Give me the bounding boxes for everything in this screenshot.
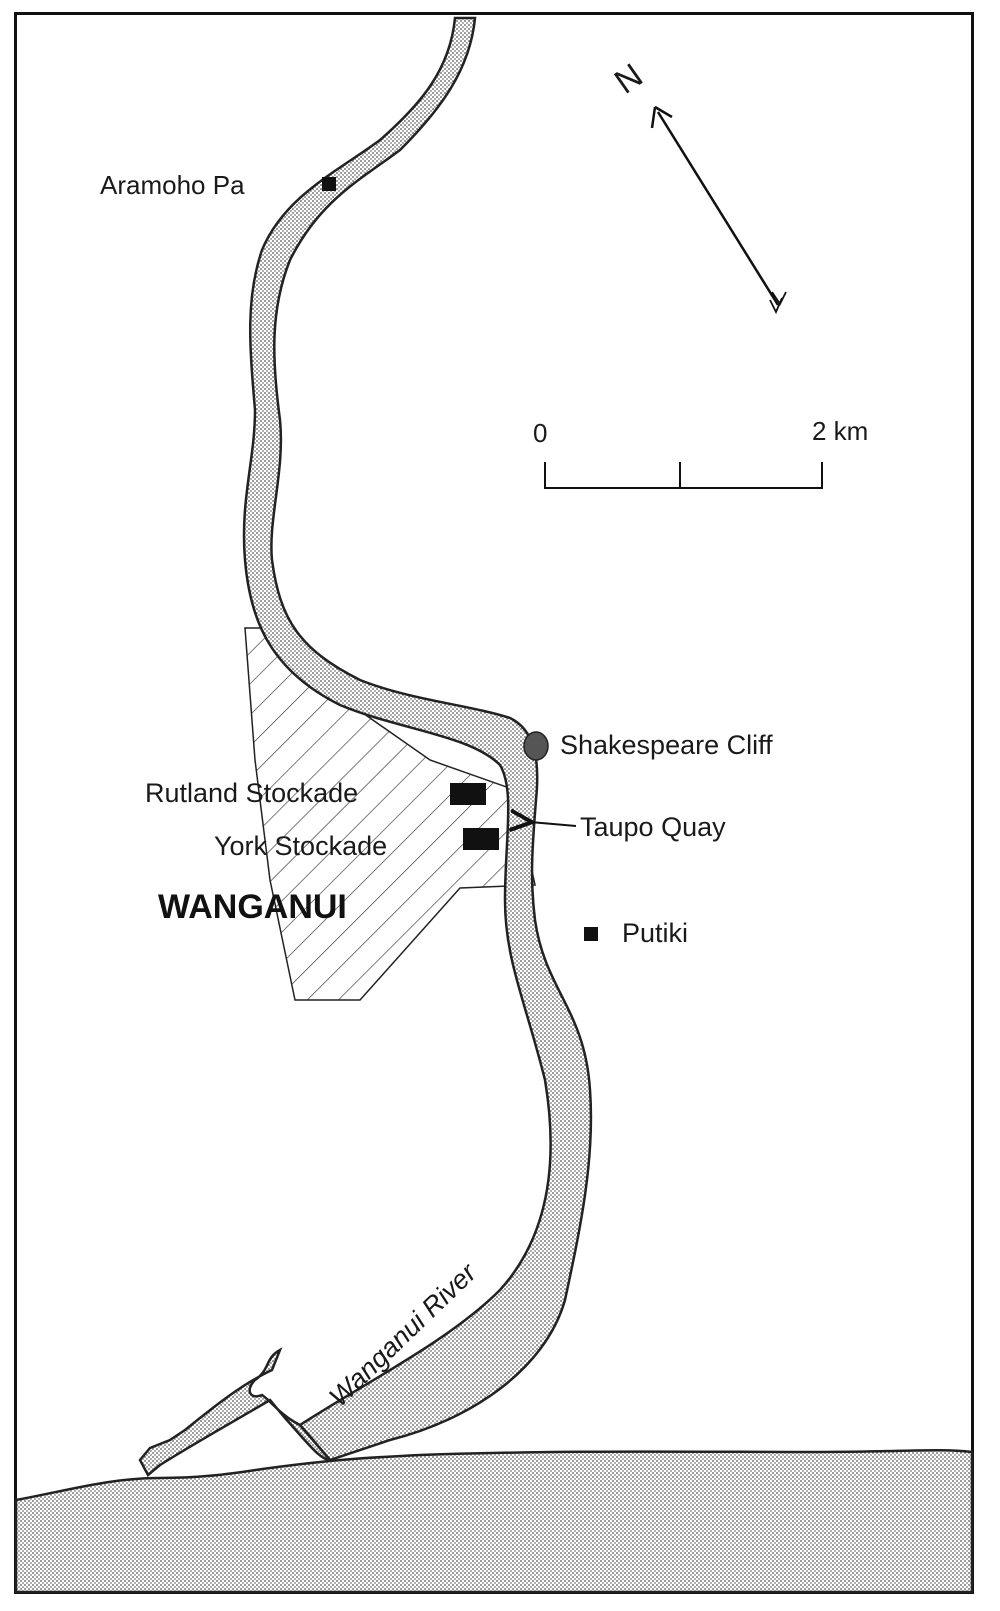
taupo-quay-label: Taupo Quay <box>580 812 726 842</box>
river-channel <box>242 16 593 1462</box>
scale-end-label: 2 km <box>812 416 868 446</box>
putiki-marker <box>584 927 598 941</box>
scale-start-label: 0 <box>533 418 547 448</box>
aramoho-pa-label: Aramoho Pa <box>100 170 245 200</box>
putiki-label: Putiki <box>622 918 688 948</box>
taupo-quay-pointer <box>530 822 577 826</box>
shakespeare-cliff-marker <box>523 731 549 761</box>
rutland-stockade-marker <box>450 783 486 805</box>
north-label: N <box>608 56 650 101</box>
shakespeare-cliff-label: Shakespeare Cliff <box>560 730 773 760</box>
york-stockade-marker <box>463 828 499 850</box>
scale-bar: 0 2 km <box>533 416 868 489</box>
sea <box>14 1448 974 1594</box>
north-arrow: N <box>608 56 787 315</box>
town-label: WANGANUI <box>158 888 347 926</box>
york-stockade-label: York Stockade <box>214 831 387 861</box>
rutland-stockade-label: Rutland Stockade <box>145 778 358 808</box>
river-estuary <box>138 1347 333 1477</box>
aramoho-pa-marker <box>322 177 336 191</box>
town-area <box>244 627 536 1001</box>
